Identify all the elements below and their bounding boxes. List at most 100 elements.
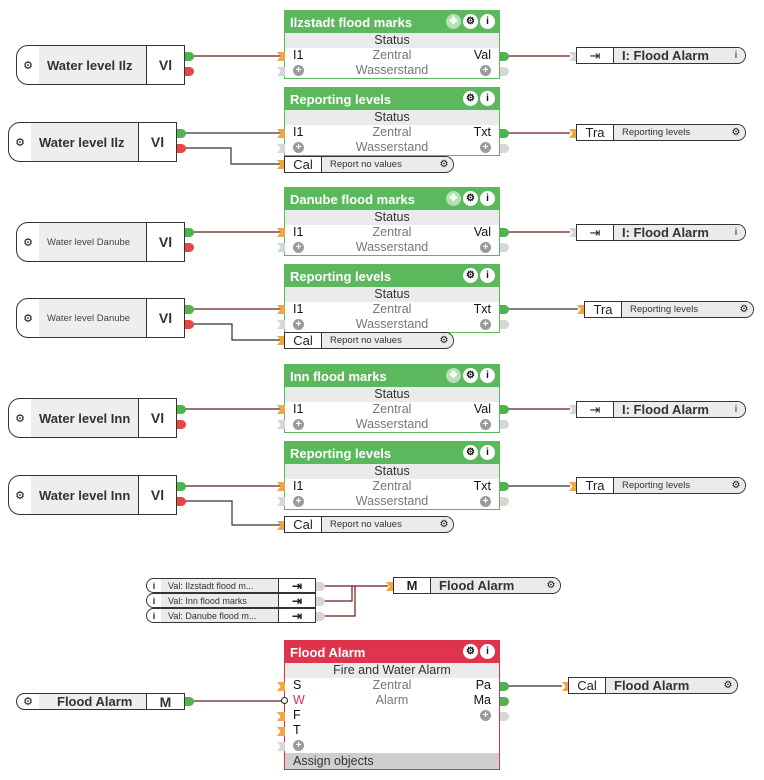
add-output-icon[interactable]: + xyxy=(480,65,491,77)
gear-icon[interactable]: ⚙ xyxy=(435,157,453,172)
gear-icon[interactable]: ⚙ xyxy=(735,302,753,317)
output-dot-green[interactable] xyxy=(500,129,509,138)
info-icon[interactable]: i xyxy=(727,225,745,240)
gear-icon[interactable]: ⚙ xyxy=(15,412,25,425)
add-input-icon[interactable]: + xyxy=(293,142,304,154)
source-object[interactable]: ⚙ Water level Inn Vl xyxy=(8,475,177,515)
input-pin[interactable] xyxy=(577,305,585,314)
output-dot-green[interactable] xyxy=(185,697,194,706)
add-input-icon[interactable]: + xyxy=(293,319,304,331)
alarm-output-object[interactable]: Cal Flood Alarm ⚙ xyxy=(568,677,738,694)
output-dot-green[interactable] xyxy=(177,482,186,491)
gear-icon[interactable]: ⚙ xyxy=(435,333,453,348)
output-object[interactable]: Tra Reporting levels ⚙ xyxy=(584,301,754,318)
info-icon[interactable]: i xyxy=(480,368,495,383)
info-icon[interactable]: i xyxy=(727,48,745,63)
output-dot-gray[interactable] xyxy=(316,597,325,606)
output-dot-gray[interactable] xyxy=(500,712,509,721)
add-output-icon[interactable]: + xyxy=(480,242,491,254)
output-dot-red[interactable] xyxy=(185,243,194,252)
gear-icon[interactable]: ⚙ xyxy=(15,489,25,502)
output-dot-green[interactable] xyxy=(500,405,509,414)
input-pin[interactable] xyxy=(569,228,577,237)
gear-icon[interactable]: ⚙ xyxy=(727,125,745,140)
source-object[interactable]: ⚙ Water level Inn Vl xyxy=(8,398,177,438)
input-pin[interactable] xyxy=(277,682,285,691)
cal-object[interactable]: Cal Report no values ⚙ xyxy=(284,332,454,349)
gear-icon[interactable]: ⚙ xyxy=(23,59,33,72)
input-pin[interactable] xyxy=(277,712,285,721)
info-icon[interactable]: i xyxy=(480,445,495,460)
info-icon[interactable]: i xyxy=(480,644,495,659)
output-dot-red[interactable] xyxy=(185,320,194,329)
move-icon[interactable]: ✥ xyxy=(446,191,461,206)
source-object[interactable]: ⚙ Flood Alarm M xyxy=(16,693,185,710)
gear-icon[interactable]: ⚙ xyxy=(463,445,478,460)
cal-object[interactable]: Cal Report no values ⚙ xyxy=(284,156,454,173)
add-output-icon[interactable]: + xyxy=(480,496,491,508)
output-dot-green[interactable] xyxy=(500,697,509,706)
output-dot-gray[interactable] xyxy=(316,612,325,621)
output-object[interactable]: ⇥ I: Flood Alarm i xyxy=(576,401,746,418)
add-output-icon[interactable]: + xyxy=(480,419,491,431)
output-object[interactable]: ⇥ I: Flood Alarm i xyxy=(576,47,746,64)
output-dot-gray[interactable] xyxy=(500,67,509,76)
gear-icon[interactable]: ⚙ xyxy=(463,368,478,383)
input-pin[interactable] xyxy=(569,52,577,61)
gear-icon[interactable]: ⚙ xyxy=(23,236,33,249)
reference-object[interactable]: i Val: Inn flood marks ⇥ xyxy=(146,593,316,608)
source-object[interactable]: ⚙ Water level Ilz Vl xyxy=(8,122,177,162)
output-dot-gray[interactable] xyxy=(500,320,509,329)
input-pin[interactable] xyxy=(562,682,570,691)
output-dot-green[interactable] xyxy=(185,52,194,61)
info-icon[interactable]: i xyxy=(480,268,495,283)
add-input-icon[interactable]: + xyxy=(293,740,304,752)
assign-objects-button[interactable]: Assign objects xyxy=(285,753,499,769)
output-dot-green[interactable] xyxy=(185,228,194,237)
input-pin[interactable] xyxy=(277,420,285,429)
add-input-icon[interactable]: + xyxy=(293,65,304,77)
input-pin[interactable] xyxy=(277,482,285,491)
output-object[interactable]: Tra Reporting levels ⚙ xyxy=(576,477,746,494)
input-pin[interactable] xyxy=(277,727,285,736)
output-dot-red[interactable] xyxy=(177,497,186,506)
output-dot-gray[interactable] xyxy=(500,420,509,429)
add-input-icon[interactable]: + xyxy=(293,242,304,254)
info-icon[interactable]: i xyxy=(480,191,495,206)
input-pin[interactable] xyxy=(277,742,285,751)
output-dot-gray[interactable] xyxy=(500,497,509,506)
info-icon[interactable]: i xyxy=(480,91,495,106)
move-icon[interactable]: ✥ xyxy=(446,368,461,383)
gear-icon[interactable]: ⚙ xyxy=(23,696,33,708)
gear-icon[interactable]: ⚙ xyxy=(719,678,737,693)
info-icon[interactable]: i xyxy=(480,14,495,29)
input-pin[interactable] xyxy=(277,521,285,530)
input-pin[interactable] xyxy=(569,482,577,491)
output-dot-green[interactable] xyxy=(500,228,509,237)
output-dot-green[interactable] xyxy=(500,305,509,314)
output-object[interactable]: ⇥ I: Flood Alarm i xyxy=(576,224,746,241)
input-pin[interactable] xyxy=(569,405,577,414)
gear-icon[interactable]: ⚙ xyxy=(23,312,33,325)
info-icon[interactable]: i xyxy=(152,595,156,606)
gear-icon[interactable]: ⚙ xyxy=(463,268,478,283)
output-dot-green[interactable] xyxy=(500,52,509,61)
add-output-icon[interactable]: + xyxy=(480,142,491,154)
input-pin[interactable] xyxy=(277,67,285,76)
add-output-icon[interactable]: + xyxy=(480,319,491,331)
input-pin[interactable] xyxy=(277,305,285,314)
add-input-icon[interactable]: + xyxy=(293,419,304,431)
input-pin[interactable] xyxy=(277,228,285,237)
move-icon[interactable]: ✥ xyxy=(446,14,461,29)
output-dot-red[interactable] xyxy=(177,420,186,429)
input-pin[interactable] xyxy=(277,243,285,252)
input-pin[interactable] xyxy=(277,405,285,414)
output-dot-green[interactable] xyxy=(185,305,194,314)
input-pin[interactable] xyxy=(386,582,394,591)
